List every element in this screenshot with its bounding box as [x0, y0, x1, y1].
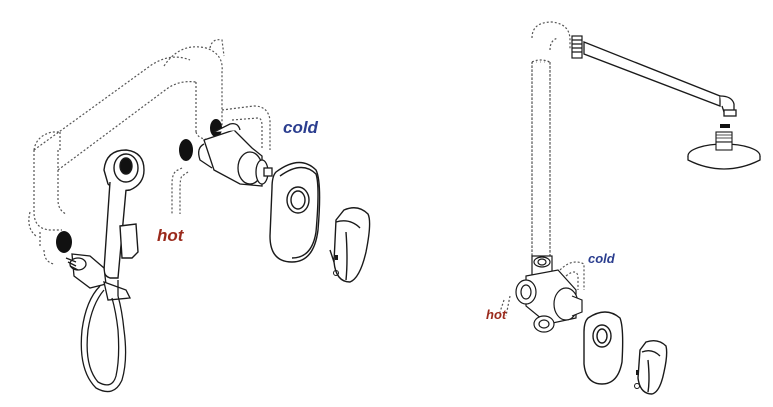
- wall-elbow: [571, 35, 583, 59]
- cold-label: cold: [588, 251, 615, 266]
- bidet-sprayer: [103, 149, 145, 279]
- bidet-mixer-drawing: [28, 39, 371, 393]
- seal-ring-lower: [56, 231, 72, 253]
- riser-outline: [531, 61, 551, 257]
- valve-body: [198, 122, 273, 187]
- riser-pipe: [499, 21, 585, 317]
- seal-ring-cold: [210, 119, 222, 137]
- hot-label: hot: [486, 307, 507, 322]
- hot-label: hot: [157, 226, 184, 245]
- wall-outlet: [65, 253, 132, 301]
- cover-plate: [269, 161, 321, 263]
- cover-plate: [583, 311, 624, 385]
- lever-handle: [329, 207, 371, 283]
- screws: [634, 370, 640, 389]
- seal-ring-hot: [179, 139, 193, 161]
- shower-set-diagram: cold hot: [386, 0, 773, 407]
- shower-set-drawing: [499, 21, 761, 395]
- lever-handle: [637, 339, 668, 395]
- cold-label: cold: [283, 118, 318, 137]
- flexible-hose: [80, 285, 127, 393]
- shower-arm: [583, 41, 737, 117]
- shower-head: [687, 124, 761, 170]
- diverter-valve: [515, 255, 583, 333]
- screws: [333, 255, 339, 276]
- bidet-mixer-diagram: cold hot: [0, 0, 386, 407]
